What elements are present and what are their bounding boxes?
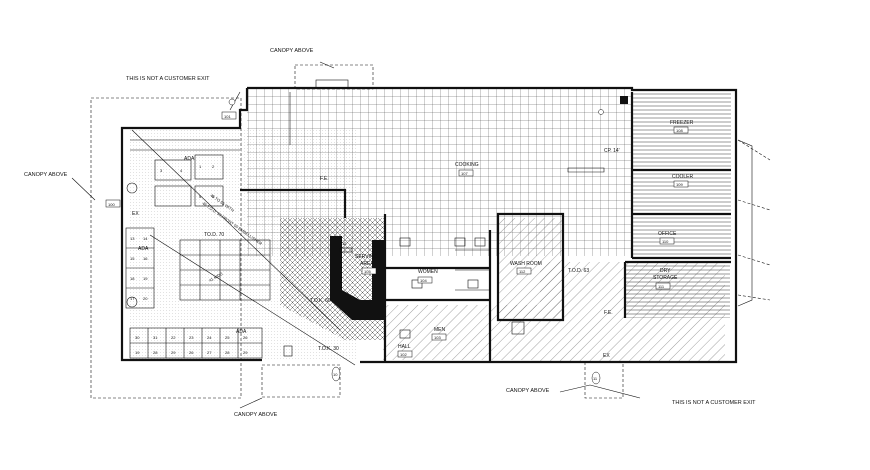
tod-mark: T.O.K. 60 — [310, 298, 331, 304]
room-number: 108 — [676, 128, 683, 133]
tod-mark: T.O.K. 30 — [318, 346, 339, 352]
seat-label: 31 — [153, 335, 158, 340]
seat-label: 28 — [225, 350, 230, 355]
seat-label: 3 — [160, 168, 163, 173]
door-tag: 12 — [342, 241, 347, 246]
exterior-walls — [120, 79, 753, 364]
exit-warning-note: THIS IS NOT A CUSTOMER EXIT — [672, 400, 756, 406]
seat-label: 25 — [225, 335, 230, 340]
ada-mark: ADA — [236, 329, 247, 335]
seat-label: 2 — [212, 164, 215, 169]
office-zone — [632, 216, 731, 258]
room-name: HALL — [398, 344, 411, 350]
ada-mark: ADA — [184, 156, 195, 162]
seat-label: 4 — [180, 168, 183, 173]
room-name: AREA — [360, 261, 374, 267]
room-number: 110 — [662, 239, 669, 244]
room-name: COOKING — [455, 162, 479, 168]
room-name: MEN — [434, 327, 446, 333]
room-name: OFFICE — [658, 231, 677, 237]
exterior-notes: CANOPY ABOVE THIS IS NOT A CUSTOMER EXIT… — [24, 48, 756, 418]
door-tag: 11 — [593, 376, 598, 381]
serving-counter — [330, 236, 385, 320]
seat-label: 27 — [207, 350, 212, 355]
restroom-fixtures — [399, 237, 525, 339]
seat-label: 19 — [143, 276, 148, 281]
room-name: SERVING — [355, 254, 378, 260]
room-name: WOMEN — [418, 269, 438, 275]
seat-label: 23 — [189, 335, 194, 340]
seat-label: 16 — [143, 256, 148, 261]
room-number: 105 — [364, 269, 371, 274]
room-number: 109 — [676, 182, 683, 187]
tod-mark: TO.D. 70 — [204, 232, 224, 238]
seating-tile-zone — [128, 130, 358, 360]
fire-extinguisher-mark: F.E. — [320, 176, 329, 182]
seat-label: 19 — [135, 350, 140, 355]
seat-label: 6 — [212, 194, 215, 199]
seat-label: 26 — [243, 335, 248, 340]
seat-label: 5 — [199, 194, 202, 199]
room-number: 102 — [400, 352, 407, 357]
seat-label: 17 — [130, 296, 135, 301]
door-tag: 101 — [224, 114, 231, 119]
seat-label: 13 — [130, 236, 135, 241]
exit-mark: EX — [132, 211, 139, 217]
tod-mark: T.O.D. 63 — [568, 268, 589, 274]
exit-mark: EX — [603, 353, 610, 359]
seat-label: 22 — [171, 335, 176, 340]
seat-label: 30 — [135, 335, 140, 340]
room-name: DRY — [660, 268, 671, 274]
seating — [125, 154, 293, 359]
seat-label: 20 — [143, 296, 148, 301]
seat-label: 29 — [171, 350, 176, 355]
ada-mark: ADA — [138, 246, 149, 252]
seat-label: 24 — [207, 335, 212, 340]
cooler-zone — [632, 170, 731, 214]
seat-label: 15 — [130, 256, 135, 261]
seat-label: 18 — [130, 276, 135, 281]
room-name: STORAGE — [653, 275, 678, 281]
canopy-note: CANOPY ABOVE — [270, 48, 314, 54]
room-labels: COOKING 107 FREEZER 108 COOLER 109 OFFIC… — [355, 120, 694, 358]
exit-warning-note: THIS IS NOT A CUSTOMER EXIT — [126, 76, 210, 82]
room-number: 112 — [519, 269, 526, 274]
seat-label: 28 — [153, 350, 158, 355]
fire-extinguisher-mark: F.E. — [604, 310, 613, 316]
room-name: WASH ROOM — [510, 261, 542, 267]
diagonal-hall-zone — [383, 305, 540, 360]
door-tags: 101 100 10 11 12 — [105, 98, 604, 385]
canopy-note: CANOPY ABOVE — [506, 388, 550, 394]
room-number: 104 — [420, 278, 427, 283]
room-number: 111 — [658, 284, 665, 289]
door-tag: 10 — [333, 372, 338, 377]
seat-label: 29 — [243, 350, 248, 355]
seat-label: 26 — [189, 350, 194, 355]
room-name: FREEZER — [670, 120, 694, 126]
room-number: 103 — [434, 335, 441, 340]
room-name: COOLER — [672, 174, 694, 180]
diagonal-kitchen-zone — [540, 262, 725, 362]
ceiling-mark: CP. 14' — [604, 148, 620, 154]
canopy-note: CANOPY ABOVE — [24, 172, 68, 178]
room-number: 107 — [461, 171, 468, 176]
seat-numbers: 1 2 3 4 5 6 13 14 15 16 18 19 17 20 30 3… — [130, 164, 248, 355]
dimension-note: 41 KIDS — [208, 271, 224, 283]
door-tag: 100 — [108, 202, 115, 207]
canopy-note: CANOPY ABOVE — [234, 412, 278, 418]
seat-label: 14 — [143, 236, 148, 241]
seat-label: 1 — [199, 164, 202, 169]
